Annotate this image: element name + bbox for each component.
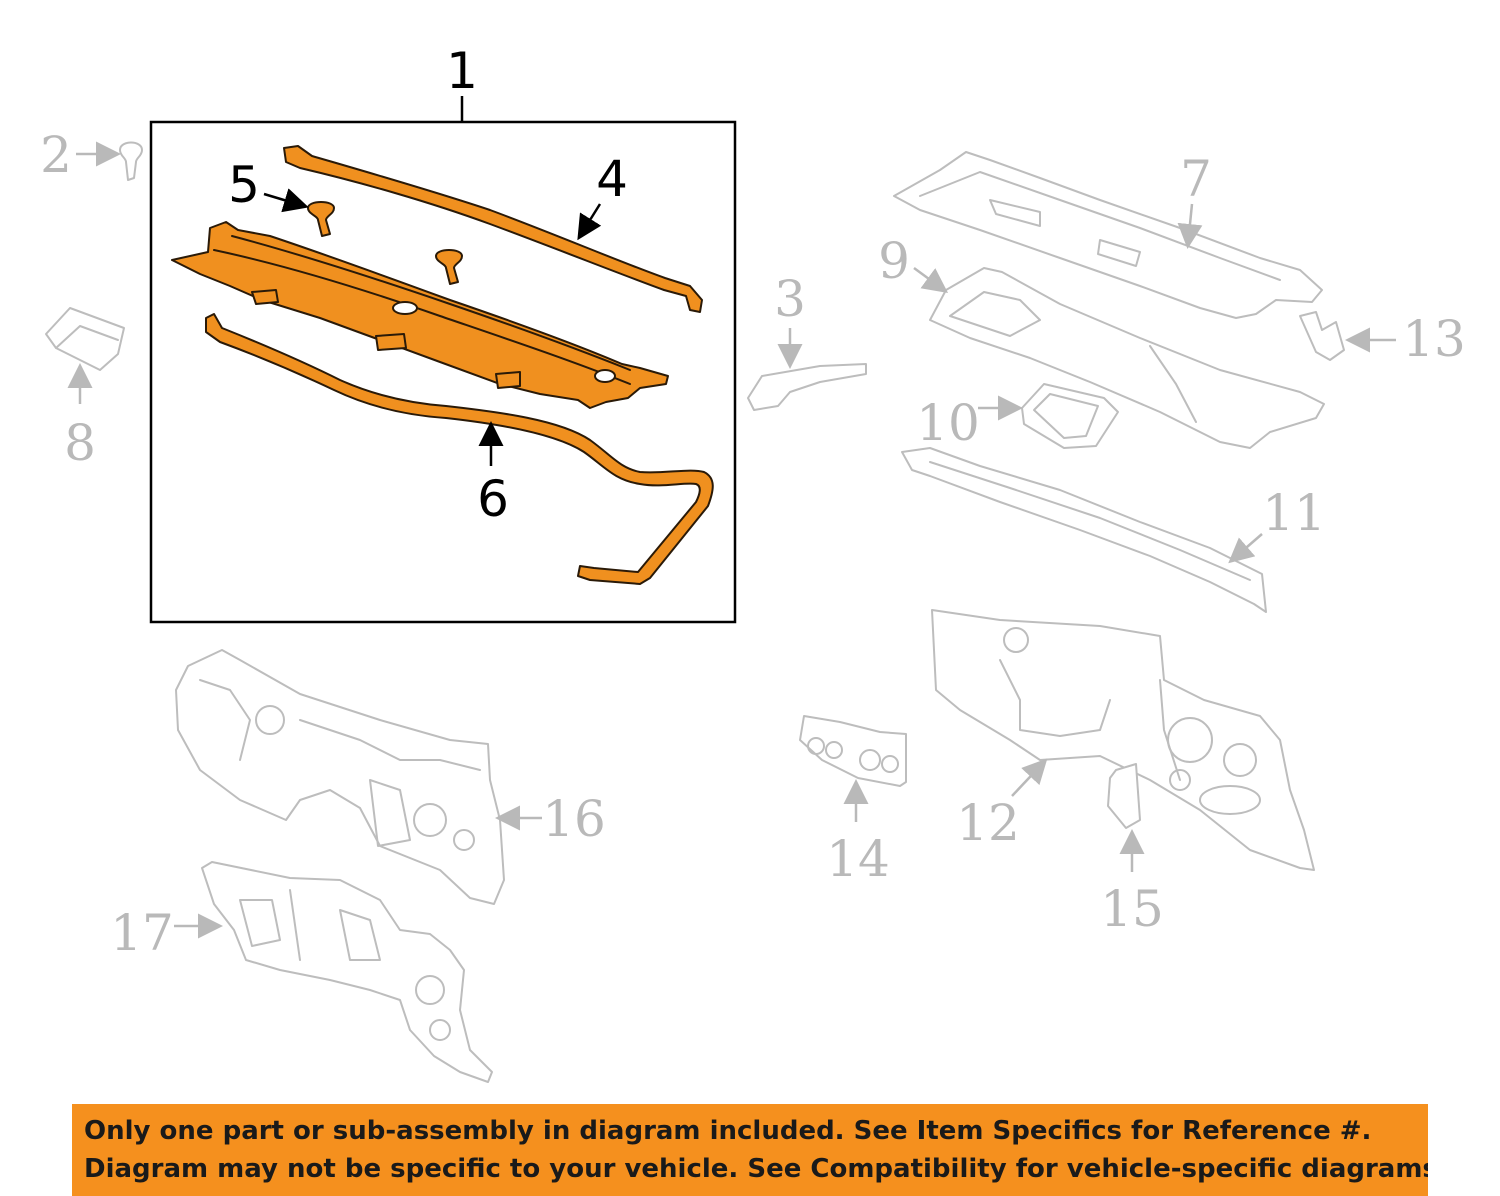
part-2-clip: 2 xyxy=(40,126,143,184)
callout-4-arrow xyxy=(577,203,602,241)
svg-text:9: 9 xyxy=(878,232,910,290)
callout-5-arrow xyxy=(263,188,309,213)
notice-line-1: Only one part or sub-assembly in diagram… xyxy=(84,1116,1372,1146)
svg-text:8: 8 xyxy=(64,414,96,472)
part-6-lower-seal xyxy=(205,313,714,585)
part-9-cowl-inner: 9 xyxy=(878,232,1325,449)
assembly-box xyxy=(149,120,737,624)
part-14-component: 14 xyxy=(799,715,907,888)
svg-text:12: 12 xyxy=(956,794,1020,852)
part-10-tray: 10 xyxy=(916,383,1119,452)
cowl-panel xyxy=(171,221,669,409)
svg-text:7: 7 xyxy=(1180,150,1212,208)
svg-text:15: 15 xyxy=(1100,880,1164,938)
callout-4: 4 xyxy=(596,150,628,208)
svg-text:11: 11 xyxy=(1262,484,1326,542)
svg-text:2: 2 xyxy=(40,126,72,184)
callout-6: 6 xyxy=(477,470,509,528)
part-12-dash-panel: 12 xyxy=(931,609,1315,871)
svg-text:14: 14 xyxy=(826,830,890,888)
part-16-dash-panel: 16 xyxy=(175,649,606,905)
svg-text:3: 3 xyxy=(774,270,806,328)
notice-banner: Only one part or sub-assembly in diagram… xyxy=(72,1104,1428,1196)
callout-5: 5 xyxy=(228,156,260,214)
callout-1: 1 xyxy=(446,42,478,100)
part-11-reinforcement: 11 xyxy=(901,447,1326,613)
svg-text:16: 16 xyxy=(542,790,606,848)
part-15-bracket: 15 xyxy=(1100,763,1164,938)
part-7-upper-cowl: 7 xyxy=(893,150,1323,319)
part-5-clips xyxy=(307,201,463,285)
part-8-bracket: 8 xyxy=(45,307,125,472)
notice-line-2: Diagram may not be specific to your vehi… xyxy=(84,1154,1428,1184)
part-17-insulator: 17 xyxy=(110,861,493,1083)
part-3-corner-piece: 3 xyxy=(747,270,867,411)
part-13-bracket: 13 xyxy=(1299,310,1466,368)
svg-text:17: 17 xyxy=(110,904,174,962)
svg-text:13: 13 xyxy=(1402,310,1466,368)
svg-text:10: 10 xyxy=(916,394,980,452)
part-4-upper-seal xyxy=(283,145,703,313)
